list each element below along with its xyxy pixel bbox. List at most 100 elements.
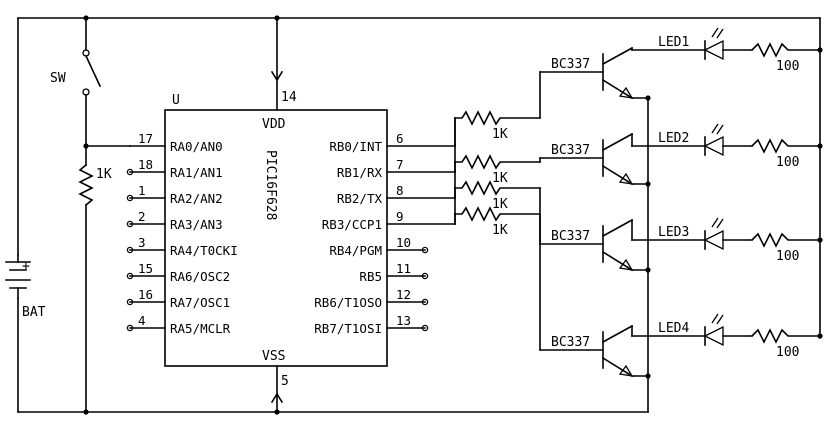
transistor-label: BC337 bbox=[551, 143, 590, 158]
left-pin-number: 1 bbox=[138, 183, 146, 198]
led-resistor bbox=[750, 42, 821, 58]
base-resistor-label: 1K bbox=[492, 127, 508, 142]
base-resistor-label: 1K bbox=[492, 223, 508, 238]
transistor-label: BC337 bbox=[551, 335, 590, 350]
right-pin-name: RB4/PGM bbox=[329, 243, 382, 258]
left-pin-number: 15 bbox=[138, 261, 153, 276]
led-resistor bbox=[750, 232, 821, 248]
transistor-collector bbox=[601, 324, 634, 344]
led-resistor-label: 100 bbox=[776, 249, 799, 264]
right-pin-name: RB1/RX bbox=[337, 165, 383, 180]
led-resistor bbox=[750, 328, 821, 344]
led-ray bbox=[716, 314, 724, 325]
supply-rails bbox=[17, 17, 821, 413]
channel: 1K BC337 LED3 100 bbox=[454, 169, 823, 273]
led-ray bbox=[716, 124, 724, 135]
transistor-emitter bbox=[601, 250, 634, 272]
left-pin-name: RA0/AN0 bbox=[170, 139, 223, 154]
base-resistor bbox=[454, 206, 541, 222]
base-resistor bbox=[454, 154, 541, 170]
pin-open-terminal bbox=[421, 246, 429, 254]
pin-open-terminal bbox=[126, 324, 134, 332]
left-pin-number: 18 bbox=[138, 157, 153, 172]
chip-ref: U bbox=[172, 93, 180, 108]
pin-open-terminal bbox=[421, 298, 429, 306]
junction-dot bbox=[817, 143, 823, 149]
left-pin-name: RA6/OSC2 bbox=[170, 269, 230, 284]
right-pin-name: RB0/INT bbox=[329, 139, 382, 154]
led-triangle bbox=[703, 39, 724, 61]
led-ray bbox=[711, 217, 719, 228]
left-pin-number: 17 bbox=[138, 131, 153, 146]
led-resistor-label: 100 bbox=[776, 59, 799, 74]
vdd-label: VDD bbox=[262, 117, 286, 132]
chip-body bbox=[164, 109, 388, 367]
right-pin-number: 11 bbox=[396, 261, 411, 276]
led-ray bbox=[711, 123, 719, 134]
left-pin-number: 16 bbox=[138, 287, 153, 302]
emitter-arrow bbox=[618, 364, 634, 377]
led-ray bbox=[716, 218, 724, 229]
transistor-collector bbox=[601, 46, 634, 66]
right-pin-number: 9 bbox=[396, 209, 404, 224]
emitter-arrow bbox=[618, 86, 634, 99]
pin-open-terminal bbox=[126, 298, 134, 306]
base-resistor bbox=[454, 110, 541, 126]
emitter-arrow bbox=[618, 172, 634, 185]
transistor-label: BC337 bbox=[551, 229, 590, 244]
left-pin-number: 3 bbox=[138, 235, 146, 250]
junction-dot bbox=[817, 237, 823, 243]
microcontroller: U 14 VDD 5 VSS PIC16F628 bbox=[164, 15, 388, 415]
led-label: LED3 bbox=[658, 225, 689, 240]
pullup-resistor: 1K bbox=[78, 143, 112, 415]
pullup-label: 1K bbox=[96, 167, 112, 182]
left-pin-name: RA2/AN2 bbox=[170, 191, 223, 206]
right-pin-name: RB7/T1OSI bbox=[314, 321, 382, 336]
led-ray bbox=[711, 313, 719, 324]
led-resistor bbox=[750, 138, 821, 154]
led-label: LED4 bbox=[658, 321, 689, 336]
right-pin-number: 10 bbox=[396, 235, 411, 250]
transistor-collector bbox=[601, 132, 634, 152]
transistor-emitter bbox=[601, 356, 634, 378]
switch-label: SW bbox=[50, 71, 66, 86]
right-pins: 6RB0/INT7RB1/RX8RB2/TX9RB3/CCP110RB4/PGM… bbox=[314, 131, 456, 336]
right-pin-number: 12 bbox=[396, 287, 411, 302]
junction-dot bbox=[817, 47, 823, 53]
pin-open-terminal bbox=[421, 272, 429, 280]
chip-part-number: PIC16F628 bbox=[263, 150, 278, 220]
led-resistor-label: 100 bbox=[776, 345, 799, 360]
emitter-arrow bbox=[618, 258, 634, 271]
pin-open-terminal bbox=[126, 246, 134, 254]
right-pin-number: 8 bbox=[396, 183, 404, 198]
pin-open-terminal bbox=[126, 168, 134, 176]
base-resistor-label: 1K bbox=[492, 171, 508, 186]
led-ray bbox=[711, 27, 719, 38]
left-pins: 17RA0/AN018RA1/AN11RA2/AN22RA3/AN33RA4/T… bbox=[126, 131, 238, 336]
right-pin-name: RB2/TX bbox=[337, 191, 383, 206]
pin-open-terminal bbox=[421, 324, 429, 332]
right-pin-number: 6 bbox=[396, 131, 404, 146]
right-pin-number: 13 bbox=[396, 313, 411, 328]
led-triangle bbox=[703, 325, 724, 347]
battery-label: BAT bbox=[22, 305, 46, 320]
led-triangle bbox=[703, 135, 724, 157]
right-pin-number: 7 bbox=[396, 157, 404, 172]
led-label: LED2 bbox=[658, 131, 689, 146]
base-resistor bbox=[454, 180, 541, 196]
pin-open-terminal bbox=[126, 194, 134, 202]
transistor-label: BC337 bbox=[551, 57, 590, 72]
vss-pin-number: 5 bbox=[281, 374, 289, 389]
left-pin-name: RA3/AN3 bbox=[170, 217, 223, 232]
right-pin-name: RB5 bbox=[359, 269, 382, 284]
base-resistor-label: 1K bbox=[492, 197, 508, 212]
pin-open-terminal bbox=[126, 220, 134, 228]
led-triangle bbox=[703, 229, 724, 251]
junction-dot bbox=[817, 333, 823, 339]
left-pin-name: RA5/MCLR bbox=[170, 321, 231, 336]
